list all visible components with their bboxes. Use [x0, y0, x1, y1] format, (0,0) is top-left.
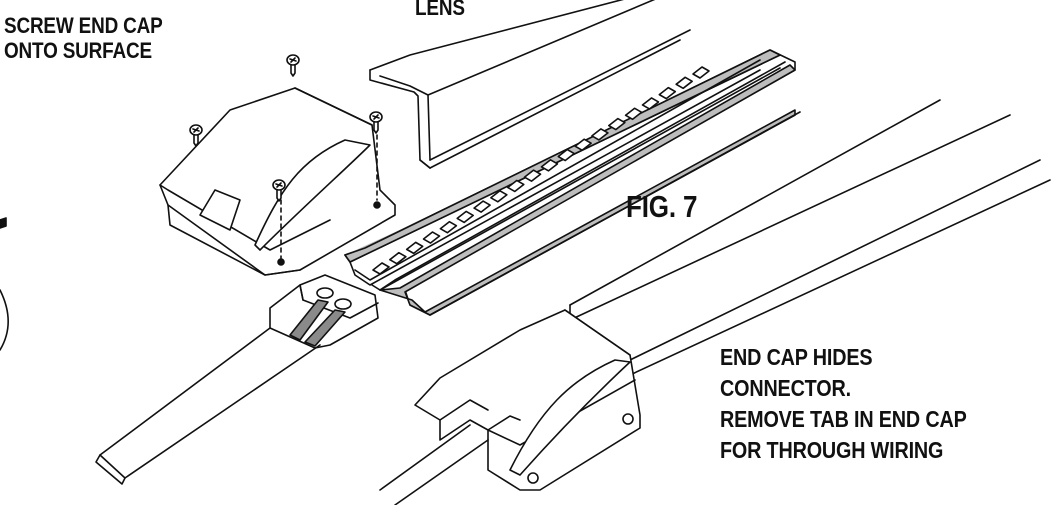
screw-label-line-1: SCREW END CAP [4, 13, 163, 38]
figure-title-text: FIG. 7 [626, 189, 698, 224]
note-line-1: END CAP HIDES [720, 344, 873, 370]
led-chip-icon [389, 251, 407, 265]
led-chip-icon [540, 159, 559, 172]
led-chip-icon [456, 210, 475, 224]
led-chip-icon [523, 169, 542, 182]
led-chip-icon [607, 117, 626, 131]
led-chip-icon [692, 66, 710, 79]
screw-icon [369, 111, 383, 134]
through-cable [379, 415, 521, 505]
screw-icon-group [189, 54, 383, 202]
led-chip-icon [473, 200, 491, 213]
led-chip-icon [675, 76, 693, 90]
note-line-3: REMOVE TAB IN END CAP [720, 406, 967, 432]
led-chip-icon [490, 189, 508, 203]
end-cap-note-label: END CAP HIDES CONNECTOR. REMOVE TAB IN E… [720, 342, 967, 466]
led-chip-icon [658, 86, 677, 100]
screw-label-line-2: ONTO SURFACE [4, 38, 152, 64]
led-chip-icon [641, 97, 660, 110]
led-chip-icon [372, 66, 710, 275]
led-chip-icon [591, 128, 609, 141]
lens-label: LENS [415, 0, 465, 20]
lens-rail-bottom [569, 99, 1051, 376]
screw-instruction-label: SCREW END CAP ONTO SURFACE [4, 13, 163, 64]
led-chip-icon [624, 107, 643, 121]
led-chip-icon [422, 231, 441, 244]
led-chip-icon [557, 148, 576, 162]
lens-profile [369, 0, 691, 169]
end-cap-bottom [414, 309, 641, 491]
note-line-2: CONNECTOR. [720, 375, 851, 401]
note-line-4: FOR THROUGH WIRING [720, 437, 944, 463]
screw-icon [286, 54, 300, 77]
led-chip-icon [439, 220, 458, 234]
screw-icon [189, 124, 203, 147]
led-strip [354, 59, 781, 291]
led-chip-icon [574, 138, 592, 152]
led-chip-icon [372, 262, 390, 275]
screw-icon [272, 179, 286, 202]
lens-label-text: LENS [415, 0, 465, 20]
figure-title: FIG. 7 [626, 189, 698, 225]
led-chip-icon [506, 179, 525, 193]
edge-fragment [0, 217, 10, 351]
connector-cable [95, 274, 379, 485]
led-chip-icon [405, 241, 424, 255]
